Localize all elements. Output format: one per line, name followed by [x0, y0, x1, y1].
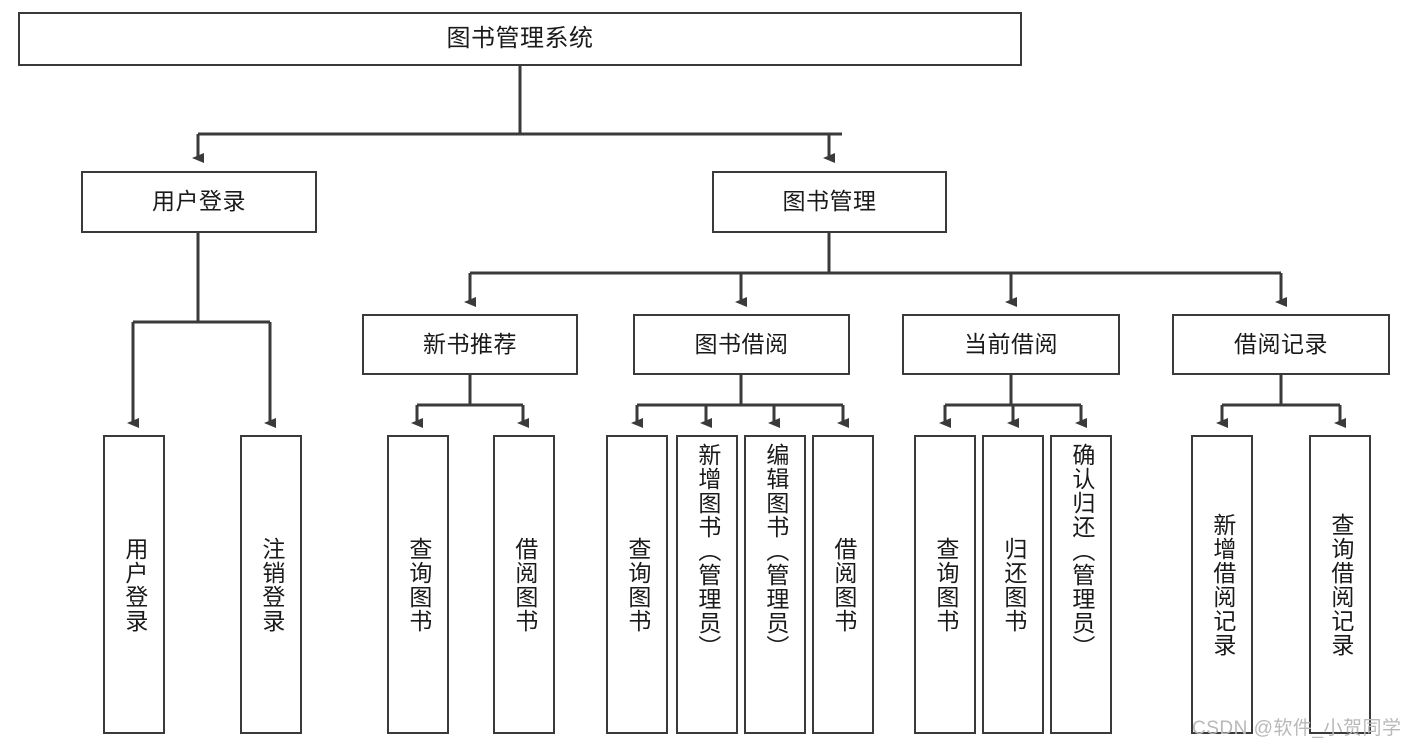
- leaf-borrow-record-query[interactable]: 查询借阅记录: [1309, 435, 1371, 734]
- node-borrow-records[interactable]: 借阅记录: [1172, 314, 1390, 375]
- node-label: 图书借阅: [694, 330, 789, 357]
- leaf-new-book-query[interactable]: 查询图书: [387, 435, 449, 734]
- leaf-book-borrow-edit[interactable]: 编辑图书（管理员）: [744, 435, 806, 734]
- leaf-book-borrow-add[interactable]: 新增图书（管理员）: [676, 435, 738, 734]
- leaf-book-borrow-query[interactable]: 查询图书: [606, 435, 668, 734]
- leaf-current-borrow-query[interactable]: 查询图书: [914, 435, 976, 734]
- node-label: 注销登录: [258, 536, 285, 633]
- node-label: 借阅图书: [511, 536, 538, 633]
- leaf-user-login-logout[interactable]: 注销登录: [240, 435, 302, 734]
- leaf-current-borrow-return[interactable]: 归还图书: [982, 435, 1044, 734]
- node-label: 当前借阅: [964, 330, 1058, 357]
- node-book-borrow[interactable]: 图书借阅: [633, 314, 850, 375]
- watermark-text: CSDN @软件_小贺同学: [1192, 718, 1402, 739]
- node-book-management[interactable]: 图书管理: [712, 171, 947, 233]
- node-label: 图书管理系统: [446, 24, 594, 52]
- node-label: 查询图书: [932, 536, 959, 633]
- node-label: 借阅记录: [1234, 330, 1328, 357]
- node-label: 新书推荐: [423, 330, 517, 357]
- leaf-user-login-login[interactable]: 用户登录: [103, 435, 165, 734]
- node-label: 用户登录: [121, 536, 148, 633]
- node-label: 归还图书: [1000, 536, 1027, 633]
- node-label: 查询图书: [624, 536, 651, 633]
- node-current-borrow[interactable]: 当前借阅: [902, 314, 1120, 375]
- node-label: 新增图书（管理员）: [694, 443, 721, 659]
- node-root-system[interactable]: 图书管理系统: [18, 12, 1022, 66]
- node-label: 图书管理: [782, 188, 877, 215]
- node-new-book-recommend[interactable]: 新书推荐: [362, 314, 578, 375]
- node-label: 借阅图书: [830, 536, 857, 633]
- node-label: 新增借阅记录: [1209, 512, 1236, 657]
- leaf-borrow-record-add[interactable]: 新增借阅记录: [1191, 435, 1253, 734]
- leaf-current-borrow-confirm-return[interactable]: 确认归还（管理员）: [1050, 435, 1112, 734]
- node-label: 查询图书: [405, 536, 432, 633]
- node-label: 查询借阅记录: [1327, 512, 1354, 657]
- node-label: 用户登录: [152, 188, 246, 215]
- leaf-new-book-borrow[interactable]: 借阅图书: [493, 435, 555, 734]
- node-user-login[interactable]: 用户登录: [81, 171, 317, 233]
- leaf-book-borrow-borrow[interactable]: 借阅图书: [812, 435, 874, 734]
- node-label: 确认归还（管理员）: [1068, 443, 1095, 659]
- node-label: 编辑图书（管理员）: [762, 443, 789, 659]
